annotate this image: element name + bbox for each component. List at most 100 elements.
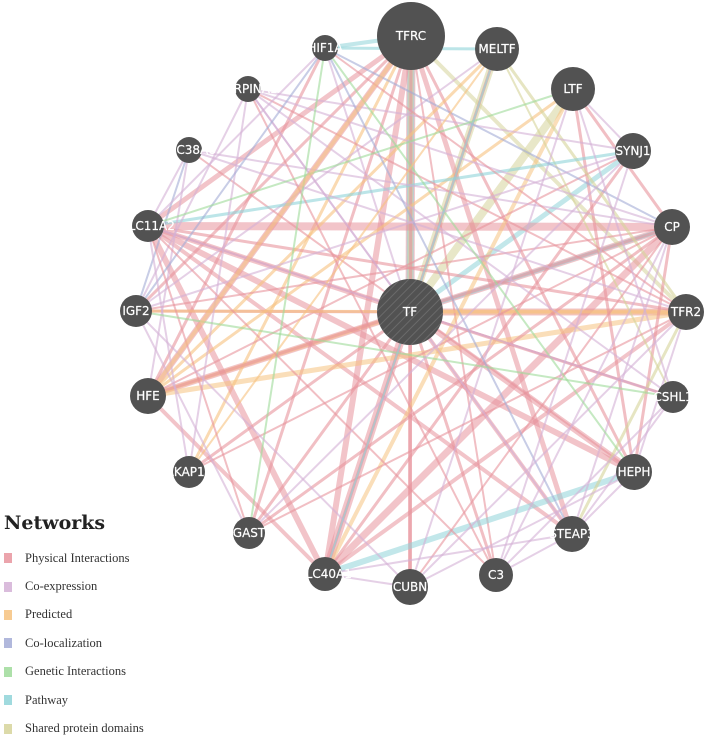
edge-slc11a2-tfr2: [147, 224, 687, 314]
node-heph[interactable]: HEPH: [616, 454, 652, 490]
edge-meltf-cshl1: [496, 48, 674, 398]
node-igf2[interactable]: IGF2: [120, 295, 152, 327]
node-circle[interactable]: [308, 557, 342, 591]
node-label: SLC40A1: [298, 567, 352, 581]
edge-tfrc-c3: [410, 35, 497, 576]
node-circle[interactable]: [654, 209, 690, 245]
node-label: MELTF: [478, 42, 515, 56]
node-slc40a1[interactable]: SLC40A1: [298, 557, 352, 591]
edge-serpina1-igf2: [135, 88, 249, 312]
edge-akap12-slc11a2: [147, 225, 190, 473]
node-circle[interactable]: [233, 517, 265, 549]
legend-swatch: [4, 581, 12, 592]
node-tf[interactable]: TF: [377, 279, 443, 345]
edge-tfr2-steap3: [570, 311, 688, 535]
node-cp[interactable]: CP: [654, 209, 690, 245]
legend-swatch: [4, 609, 12, 620]
node-label: AKAP12: [166, 465, 213, 479]
edge-tfrc-slc40a1: [322, 35, 414, 575]
edge-tf-hif1a: [324, 47, 411, 313]
edge-hif1a-slc11a2: [147, 47, 326, 227]
node-circle[interactable]: [615, 133, 651, 169]
edge-slc11a2-ltf: [147, 88, 574, 227]
node-circle[interactable]: [479, 558, 513, 592]
node-steap3[interactable]: STEAP3: [549, 516, 595, 552]
node-circle[interactable]: [554, 516, 590, 552]
node-circle[interactable]: [377, 2, 445, 70]
node-cubn[interactable]: CUBN: [392, 569, 428, 605]
node-hfe[interactable]: HFE: [130, 378, 166, 414]
edge-synj1-gast: [248, 150, 634, 534]
node-circle[interactable]: [130, 378, 166, 414]
node-label: CUBN: [393, 580, 427, 594]
node-circle[interactable]: [657, 381, 689, 413]
node-hif1a[interactable]: HIF1A: [307, 35, 344, 61]
legend-title: Networks: [4, 512, 106, 534]
edge-c3-synj1: [495, 150, 634, 576]
edge-tfr2-gast: [248, 311, 687, 534]
legend-swatch: [4, 666, 12, 677]
node-circle[interactable]: [668, 294, 704, 330]
edge-cp-c3: [495, 226, 673, 576]
edge-tfrc-heph: [409, 35, 636, 473]
legend-label: Co-expression: [25, 579, 98, 594]
edge-cp-slc38a6: [188, 149, 673, 228]
node-circle[interactable]: [392, 569, 428, 605]
node-synj1[interactable]: SYNJ1: [615, 133, 651, 169]
node-circle[interactable]: [475, 27, 519, 71]
node-circle[interactable]: [176, 137, 202, 163]
node-circle[interactable]: [312, 35, 338, 61]
node-meltf[interactable]: MELTF: [475, 27, 519, 71]
legend-item: Co-localization: [0, 629, 240, 657]
edge-hif1a-steap3: [324, 47, 573, 535]
node-ltf[interactable]: LTF: [551, 67, 595, 111]
node-circle[interactable]: [132, 210, 164, 242]
edge-hfe-tfr2: [147, 309, 687, 399]
node-circle[interactable]: [120, 295, 152, 327]
edge-cp-serpina1: [247, 88, 673, 228]
edge-tf-ltf: [406, 86, 577, 315]
node-label: HEPH: [618, 465, 651, 479]
legend-swatch: [4, 695, 12, 706]
edge-tfrc-tfr2: [409, 34, 688, 314]
node-cshl1[interactable]: CSHL1: [653, 381, 693, 413]
edge-hif1a-heph: [324, 47, 635, 473]
node-circle[interactable]: [377, 279, 443, 345]
edge-cubn-heph: [409, 471, 635, 588]
node-label: SLC38A6: [162, 143, 216, 157]
legend-item: Pathway: [0, 686, 240, 714]
node-circle[interactable]: [173, 456, 205, 488]
legend-label: Co-localization: [25, 635, 103, 650]
legend-label: Predicted: [25, 607, 73, 622]
edge-synj1-igf2: [135, 150, 634, 312]
node-label: SLC11A2: [121, 219, 175, 233]
edge-igf2-cp: [135, 226, 673, 312]
node-tfrc[interactable]: TFRC: [377, 2, 445, 70]
edge-hif1a-gast: [248, 47, 326, 534]
edge-serpina1-c3: [247, 88, 497, 576]
node-gast[interactable]: GAST: [233, 517, 266, 549]
node-slc38a6[interactable]: SLC38A6: [162, 137, 216, 163]
edge-serpina1-cshl1: [247, 88, 674, 398]
node-c3[interactable]: C3: [479, 558, 513, 592]
node-slc11a2[interactable]: SLC11A2: [121, 210, 175, 242]
edge-slc40a1-ltf: [323, 88, 575, 575]
edge-slc11a2-slc40a1: [145, 224, 328, 576]
node-circle[interactable]: [235, 76, 261, 102]
edge-synj1-serpina1: [247, 88, 634, 152]
node-label: IGF2: [122, 304, 149, 318]
node-tfr2[interactable]: TFR2: [668, 294, 704, 330]
edge-igf2-meltf: [135, 48, 498, 312]
edge-meltf-tfr2: [495, 48, 688, 313]
node-label: SERPINA1: [218, 82, 277, 96]
node-serpina1[interactable]: SERPINA1: [218, 76, 278, 102]
edge-serpina1-akap12: [188, 88, 249, 473]
node-akap12[interactable]: AKAP12: [166, 456, 213, 488]
legend-label: Pathway: [25, 692, 69, 707]
node-label: LTF: [563, 82, 582, 96]
legend-item: Shared protein domains: [0, 714, 240, 742]
node-circle[interactable]: [616, 454, 652, 490]
node-circle[interactable]: [551, 67, 595, 111]
